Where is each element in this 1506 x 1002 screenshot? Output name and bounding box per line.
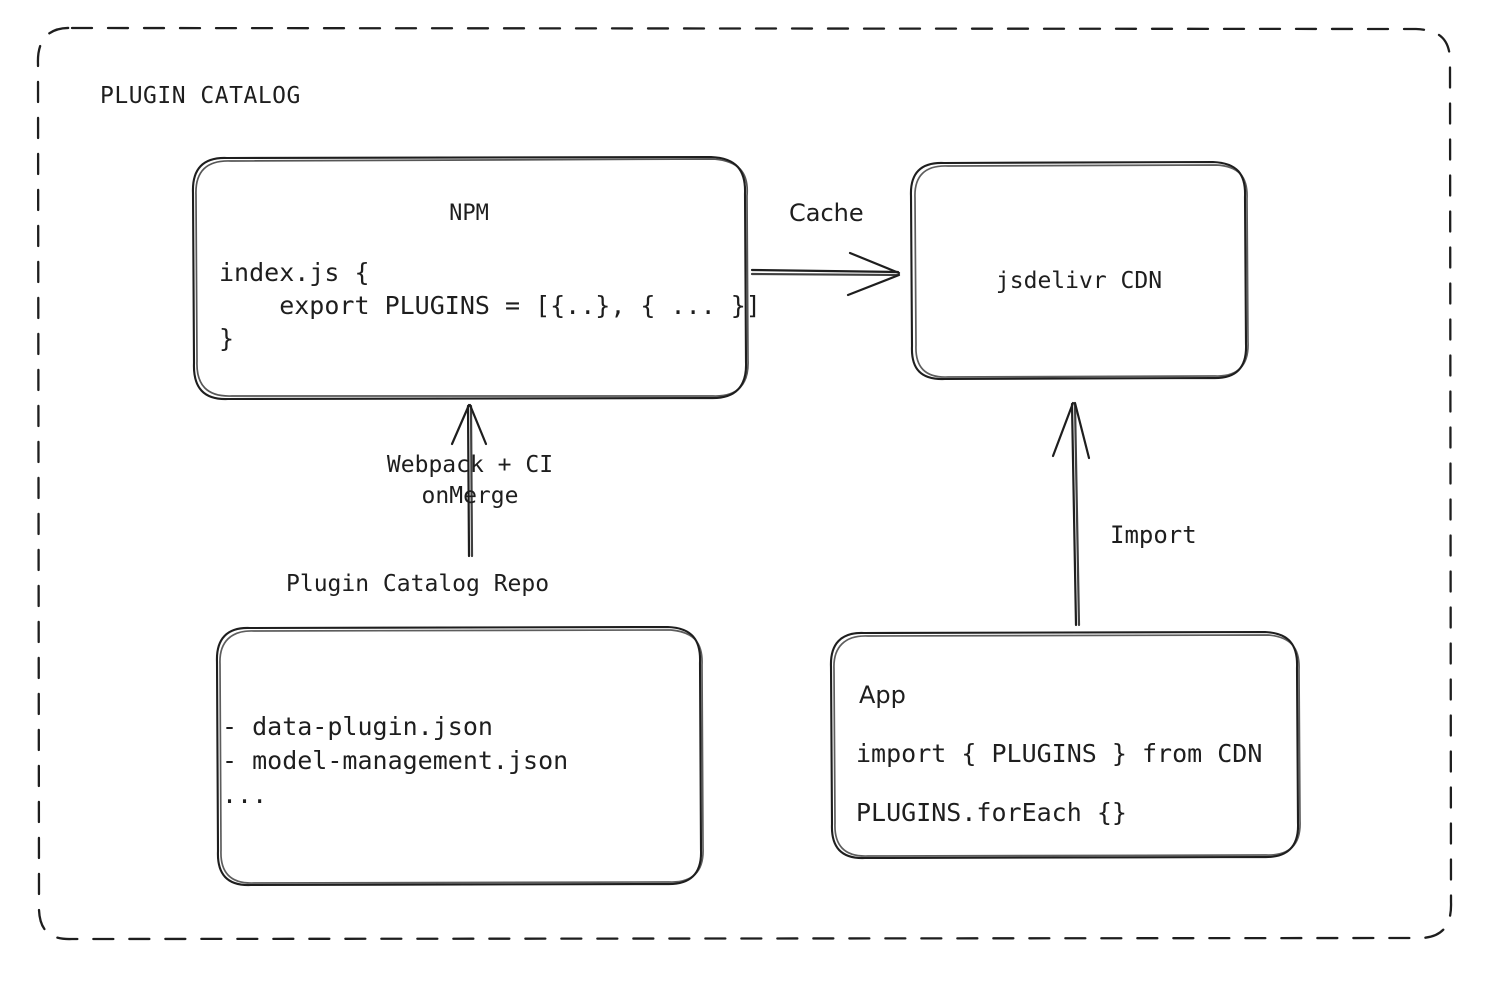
- diagram-title: PLUGIN CATALOG: [100, 83, 301, 109]
- edge-label-import: Import: [1110, 521, 1197, 549]
- repo-file-2: - model-management.json: [222, 746, 569, 775]
- edge-label-cache: Cache: [789, 199, 864, 227]
- repo-caption: Plugin Catalog Repo: [286, 571, 550, 597]
- plugin-catalog-boundary: [36, 26, 1453, 941]
- npm-code-line-2: export PLUGINS = [{..}, { ... }]: [219, 291, 761, 320]
- edge-repo-to-npm: [450, 403, 488, 558]
- npm-node-label: NPM: [449, 201, 489, 226]
- cdn-node-label: jsdelivr CDN: [995, 268, 1163, 294]
- edge-npm-to-cdn: [750, 251, 901, 297]
- app-node-shape: [829, 630, 1301, 860]
- edge-app-to-cdn: [1051, 401, 1091, 627]
- repo-file-1: - data-plugin.json: [222, 712, 493, 741]
- npm-code-line-3: }: [219, 324, 235, 353]
- edge-label-webpack-ci: Webpack + CI: [386, 452, 554, 478]
- repo-file-3: ...: [222, 780, 268, 809]
- edge-label-onmerge: onMerge: [421, 483, 519, 509]
- cdn-node-shape: [909, 160, 1249, 381]
- app-code-line-1: import { PLUGINS } from CDN: [856, 739, 1263, 768]
- npm-code-line-1: index.js {: [219, 258, 370, 287]
- app-code-line-2: PLUGINS.forEach {}: [856, 798, 1127, 827]
- npm-node-shape: [191, 155, 749, 401]
- app-node-label: App: [859, 681, 906, 709]
- repo-node-shape: [215, 625, 704, 887]
